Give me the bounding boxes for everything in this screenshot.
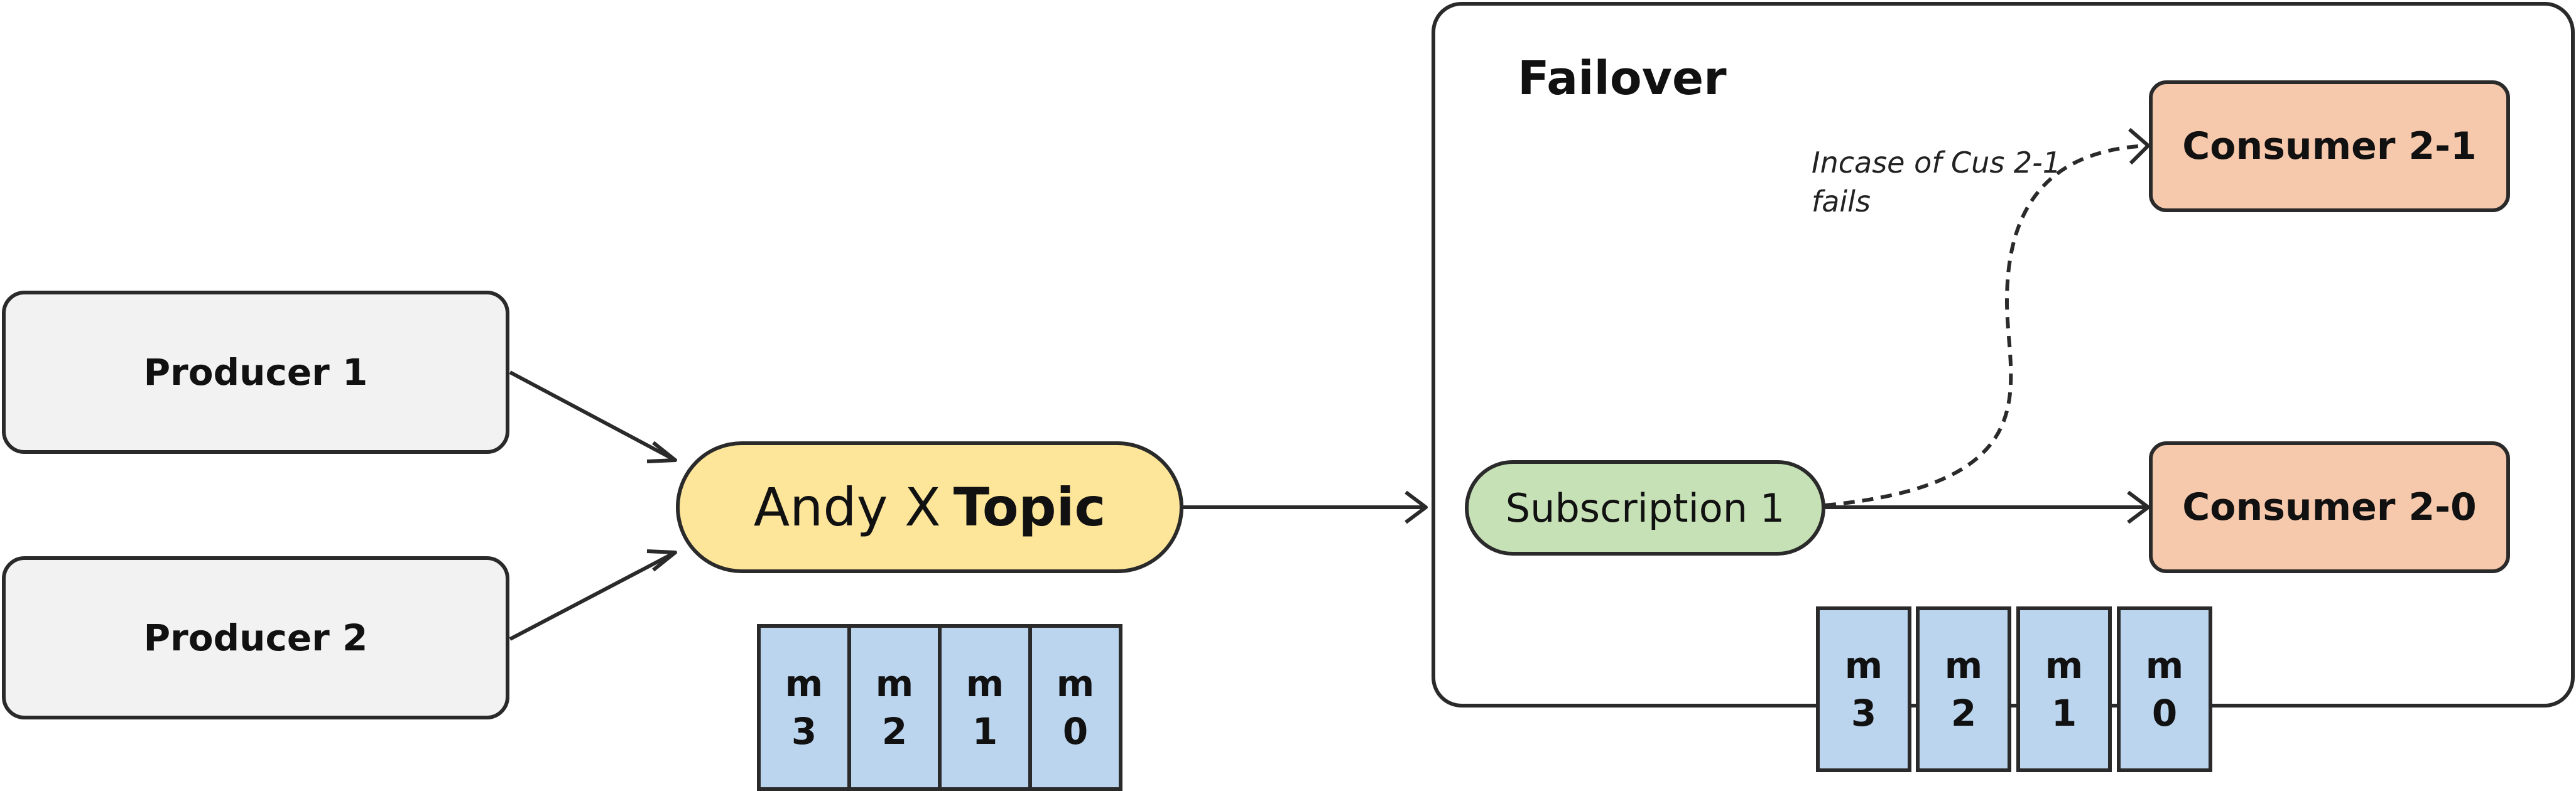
subscription-1-node: Subscription 1 bbox=[1465, 460, 1825, 556]
failover-title: Failover bbox=[1518, 51, 1727, 105]
topic-type-label: Topic bbox=[953, 476, 1106, 538]
arrow-producer1-to-topic bbox=[509, 370, 677, 462]
arrowhead-producer1 bbox=[646, 441, 677, 463]
failover-queue-message: m 0 bbox=[2117, 606, 2212, 772]
failover-note: Incase of Cus 2-1 fails bbox=[1812, 146, 2062, 218]
arrowhead-producer2 bbox=[646, 549, 677, 572]
failover-queue-message: m 3 bbox=[1816, 606, 1911, 772]
topic-queue-message: m 0 bbox=[1028, 624, 1122, 791]
consumer-2-1-node: Consumer 2-1 bbox=[2149, 80, 2510, 212]
topic-name-label: Andy X bbox=[753, 476, 941, 538]
failover-queue-message: m 1 bbox=[2016, 606, 2112, 772]
arrowhead-consumer-2-1 bbox=[2128, 127, 2150, 165]
consumer-2-0-label: Consumer 2-0 bbox=[2182, 485, 2477, 529]
producer-2-node: Producer 2 bbox=[2, 556, 509, 719]
consumer-2-1-label: Consumer 2-1 bbox=[2182, 124, 2477, 168]
producer-1-label: Producer 1 bbox=[143, 351, 368, 394]
arrow-producer2-to-topic bbox=[509, 551, 677, 641]
subscription-1-label: Subscription 1 bbox=[1505, 485, 1785, 531]
topic-node: Andy X Topic bbox=[676, 441, 1183, 573]
arrowhead-topic-to-failover bbox=[1405, 490, 1428, 524]
topic-queue-message: m 2 bbox=[847, 624, 942, 791]
producer-1-node: Producer 1 bbox=[2, 291, 509, 454]
producer-2-label: Producer 2 bbox=[143, 616, 368, 659]
consumer-2-0-node: Consumer 2-0 bbox=[2149, 441, 2510, 573]
topic-queue-message: m 3 bbox=[757, 624, 851, 791]
topic-queue-message: m 1 bbox=[938, 624, 1032, 791]
failover-dashed-arrow bbox=[1824, 144, 2148, 507]
failover-queue-message: m 2 bbox=[1916, 606, 2011, 772]
arrowhead-consumer-2-0 bbox=[2127, 490, 2150, 524]
